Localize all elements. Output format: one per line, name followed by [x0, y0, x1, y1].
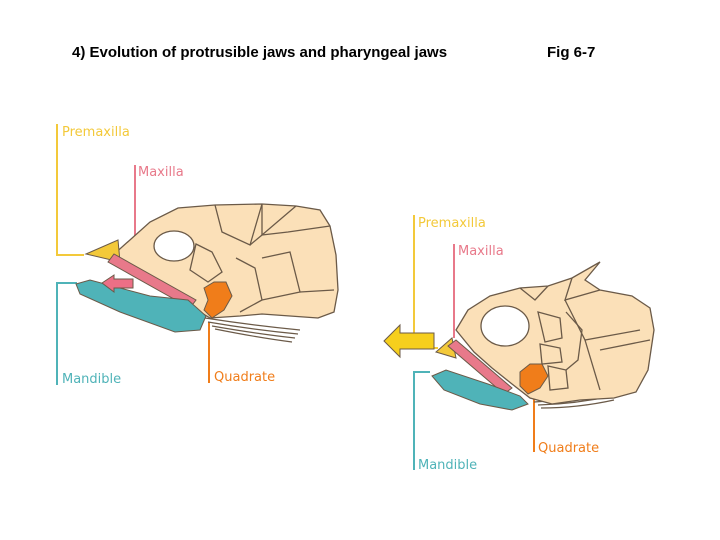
left-eye-orbit: [153, 230, 195, 262]
figure-reference: Fig 6-7: [547, 44, 596, 61]
right-protrusion-arrow: [383, 323, 435, 359]
right-label-mandible: Mandible: [418, 458, 477, 473]
left-protrusion-arrow: [101, 274, 134, 293]
left-label-premaxilla: Premaxilla: [62, 125, 130, 140]
right-maxilla: [447, 339, 513, 395]
left-label-maxilla: Maxilla: [138, 165, 184, 180]
right-fish-head: Premaxilla Maxilla Mandible Quadrate: [383, 215, 655, 473]
right-eye-orbit: [480, 305, 530, 347]
left-fish-head: Premaxilla Maxilla Mandible Quadrate: [56, 124, 339, 387]
left-premaxilla: [84, 239, 121, 263]
right-label-maxilla: Maxilla: [458, 244, 504, 259]
right-label-premaxilla: Premaxilla: [418, 216, 486, 231]
left-quadrate: [203, 281, 233, 319]
right-skull: [455, 261, 655, 405]
left-branchiostegal-rays: [204, 317, 301, 343]
slide-title: 4) Evolution of protrusible jaws and pha…: [72, 44, 448, 61]
left-label-quadrate: Quadrate: [214, 370, 275, 385]
left-label-mandible: Mandible: [62, 372, 121, 387]
right-label-quadrate: Quadrate: [538, 441, 599, 456]
right-mandible: [431, 369, 529, 411]
right-quadrate: [519, 363, 549, 395]
left-maxilla: [107, 253, 197, 309]
